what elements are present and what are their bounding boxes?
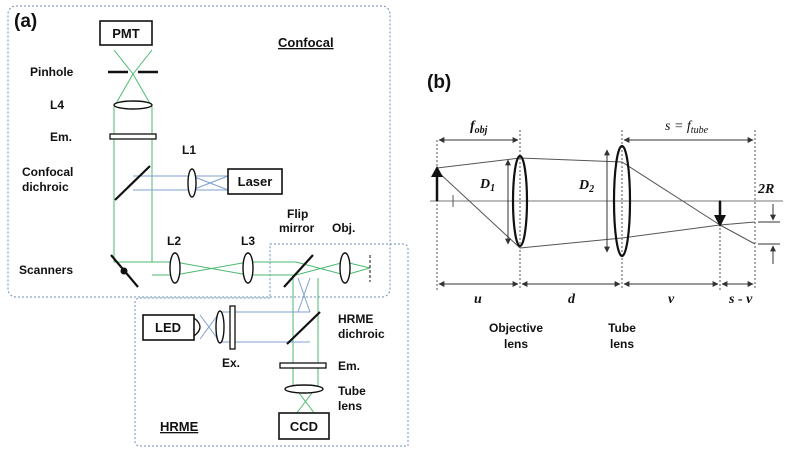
- scanners-label: Scanners: [19, 263, 73, 277]
- confocal-section-title: Confocal: [278, 35, 334, 50]
- objective-lens-icon: [339, 252, 351, 284]
- panel-a-label: (a): [14, 11, 37, 32]
- flip-mirror-label-1: Flip: [287, 207, 308, 221]
- em-top-label: Em.: [50, 130, 72, 144]
- pmt-label: PMT: [112, 26, 140, 41]
- hrme-section-title: HRME: [160, 419, 199, 434]
- s-minus-v-symbol: s - v: [728, 292, 753, 307]
- panel-a: (a) Confocal HRME PMT Laser LED CCD Pinh…: [7, 5, 409, 447]
- l2-label: L2: [167, 234, 181, 248]
- tube-lens-label-1: Tube: [338, 384, 366, 398]
- laser-box: [227, 168, 283, 195]
- ccd-box: [278, 412, 330, 440]
- objective-lens-caption-1: Objective: [489, 321, 543, 335]
- 2r-symbol: 2R: [757, 182, 774, 197]
- pinhole-label: Pinhole: [30, 65, 74, 79]
- tube-lens-caption-1: Tube: [608, 321, 636, 335]
- l3-lens-icon: [242, 252, 254, 284]
- hrme-section-border: [134, 243, 409, 447]
- panel-b: (b) fobj s = ftube D1 D2 2R u d v s - v …: [427, 72, 783, 351]
- em-bottom-label: Em.: [338, 359, 360, 373]
- ray-after-1: [719, 221, 756, 226]
- confocal-dichroic-label-1: Confocal: [22, 165, 73, 179]
- confocal-dichroic-label-2: dichroic: [22, 180, 69, 194]
- u-symbol: u: [474, 292, 482, 307]
- l2-lens-icon: [169, 252, 181, 284]
- led-box: [142, 314, 195, 341]
- panel-b-label: (b): [427, 72, 451, 93]
- confocal-dichroic-icon: [114, 165, 151, 201]
- excitation-beam: [133, 175, 311, 343]
- ccd-label: CCD: [290, 419, 318, 434]
- confocal-section-border: [7, 5, 391, 298]
- v-symbol: v: [668, 292, 675, 307]
- em-filter-bottom-icon: [279, 362, 327, 369]
- l1-lens-icon: [187, 168, 197, 198]
- hrme-dichroic-label-2: dichroic: [338, 327, 385, 341]
- f-obj-symbol: fobj: [470, 119, 488, 136]
- scanner-pivot-icon: [120, 267, 128, 275]
- em-filter-top-icon: [109, 133, 157, 140]
- flip-mirror-icon: [283, 254, 314, 288]
- laser-label: Laser: [238, 174, 273, 189]
- ray-after-2: [719, 224, 756, 245]
- l4-label: L4: [50, 98, 64, 112]
- s-equals-f-tube-symbol: s = ftube: [665, 119, 709, 136]
- ray-chief-3: [621, 224, 721, 239]
- d-symbol: d: [568, 292, 576, 307]
- led-collector-icon: [193, 317, 201, 337]
- objective-lens-caption-2: lens: [504, 337, 528, 351]
- flip-mirror-label-2: mirror: [279, 221, 315, 235]
- pmt-box: [99, 20, 153, 46]
- l4-lens-icon: [113, 100, 153, 110]
- tube-lens-icon-b: [612, 144, 632, 258]
- hrme-dichroic-label-1: HRME: [338, 312, 373, 326]
- led-lens-icon: [215, 310, 225, 344]
- d1-symbol: D1: [479, 177, 495, 194]
- ex-filter-icon: [229, 305, 236, 350]
- obj-label: Obj.: [332, 221, 355, 235]
- l3-label: L3: [241, 234, 255, 248]
- hrme-dichroic-icon: [286, 311, 321, 345]
- image-arrowhead: [714, 215, 726, 227]
- object-arrowhead: [431, 166, 443, 177]
- tube-lens-icon: [284, 384, 324, 394]
- ray-top-3: [621, 161, 721, 226]
- tube-lens-caption-2: lens: [610, 337, 634, 351]
- objective-lens-icon-b: [511, 154, 529, 248]
- led-label: LED: [155, 320, 181, 335]
- l1-label: L1: [182, 143, 196, 157]
- d2-symbol: D2: [578, 178, 594, 195]
- tube-lens-label-2: lens: [338, 399, 362, 413]
- ex-label: Ex.: [222, 356, 240, 370]
